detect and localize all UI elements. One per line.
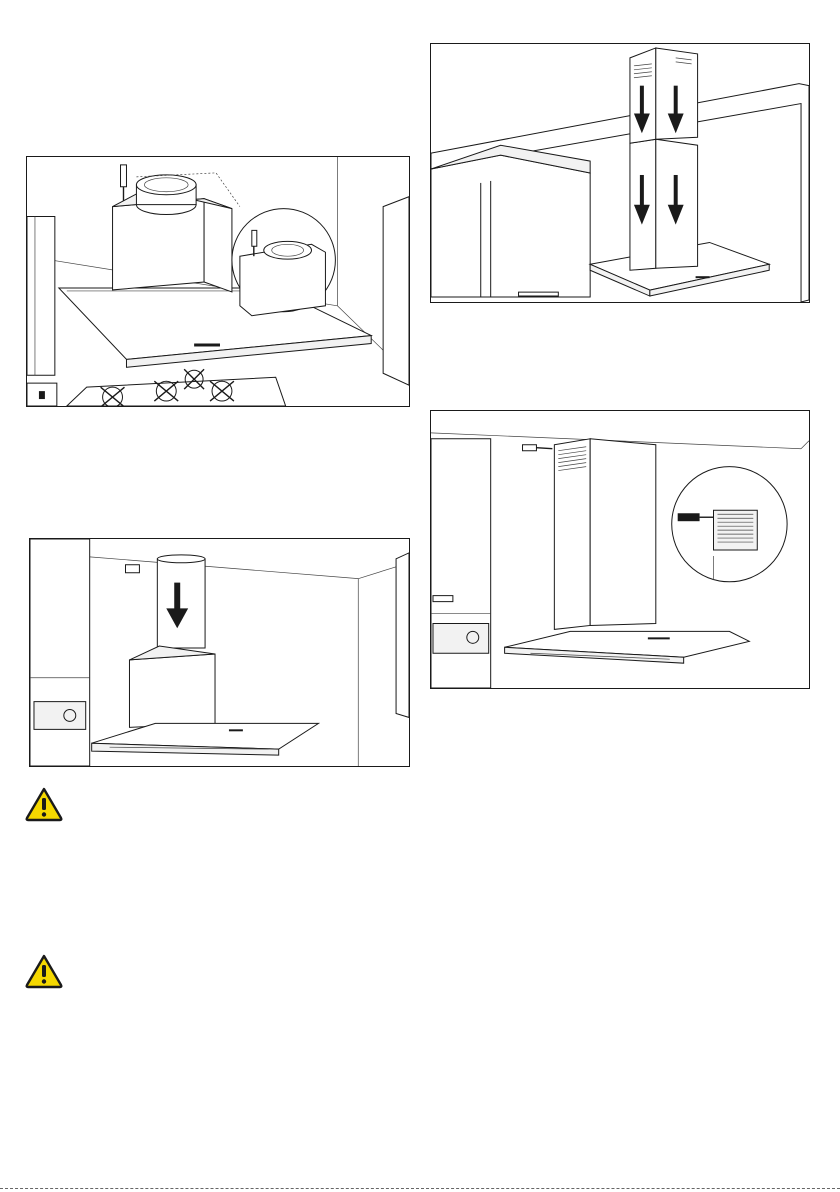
- hood-body-illustration: [27, 157, 409, 406]
- figure-chimney-fixing: [430, 410, 810, 689]
- chimney-fixing-illustration: [431, 411, 809, 688]
- figure-chimney-insert: [29, 538, 410, 767]
- warning-triangle-icon: [24, 953, 64, 989]
- figure-hood-body-mounting: [26, 156, 410, 407]
- chimney-insert-illustration: [30, 539, 409, 766]
- gas-hob-illustration: [27, 369, 286, 406]
- figure-chimney-covers: [430, 43, 810, 303]
- page-cut-line: [0, 1188, 840, 1189]
- warning-triangle-icon: [24, 786, 64, 822]
- chimney-covers-illustration: [431, 44, 809, 302]
